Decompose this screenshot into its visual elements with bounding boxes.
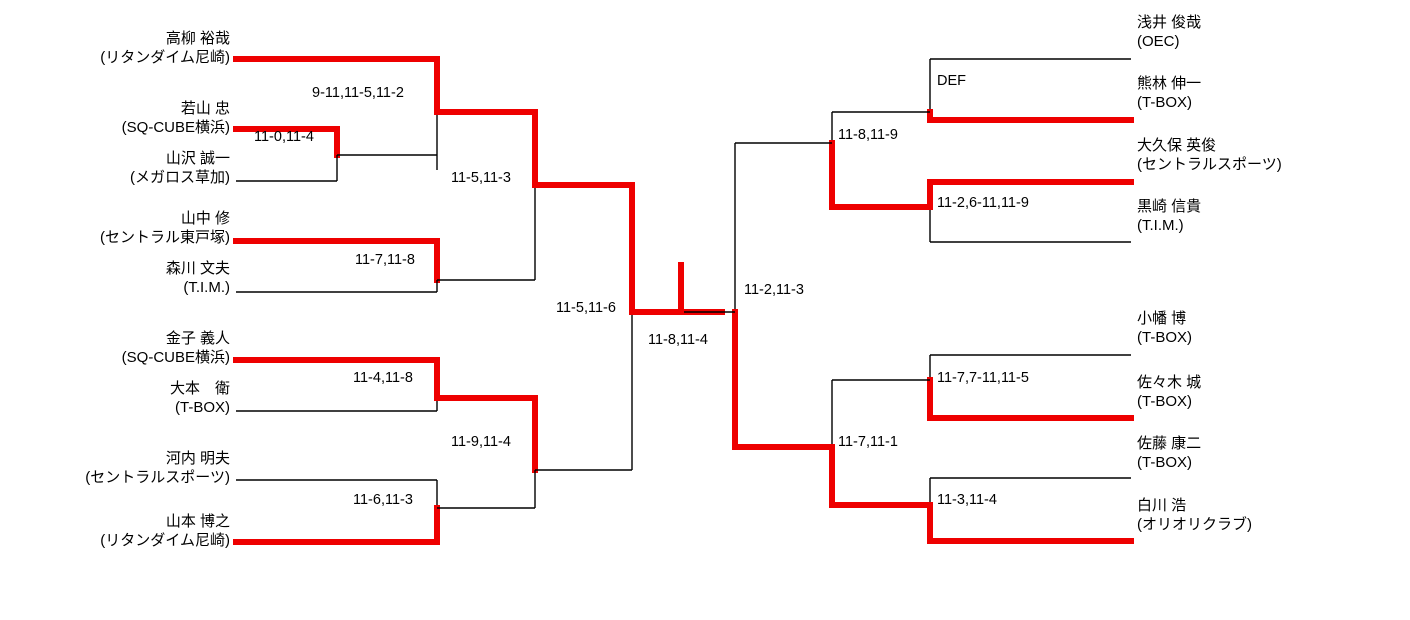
player-name: 山本 博之 <box>165 513 230 530</box>
match-score-label: 11-4,11-8 <box>353 370 413 386</box>
player-name: 高柳 裕哉 <box>165 30 230 47</box>
player-club: (T-BOX) <box>1137 329 1192 346</box>
player-entry[interactable]: 森川 文夫 (T.I.M.) <box>166 259 230 297</box>
match-score-label: 11-2,6-11,11-9 <box>937 195 1029 211</box>
player-name: 黒崎 信貴 <box>1137 198 1202 215</box>
match-score-label: 11-0,11-4 <box>254 129 314 145</box>
player-entry[interactable]: 熊林 伸一 (T-BOX) <box>1137 74 1201 112</box>
match-score-label: 11-7,11-8 <box>355 252 415 268</box>
player-club: (T-BOX) <box>1137 454 1192 471</box>
player-entry[interactable]: 佐々木 城 (T-BOX) <box>1137 373 1201 411</box>
player-club: (リタンダイム尼崎) <box>100 49 230 66</box>
player-name: 熊林 伸一 <box>1137 75 1202 92</box>
player-entry[interactable]: 若山 忠 (SQ-CUBE横浜) <box>122 99 230 137</box>
match-score-label: 11-3,11-4 <box>937 492 997 508</box>
player-entry[interactable]: 高柳 裕哉 (リタンダイム尼崎) <box>100 29 230 67</box>
player-club: (SQ-CUBE横浜) <box>121 349 230 366</box>
player-name: 山中 修 <box>180 210 230 227</box>
player-club: (メガロス草加) <box>130 169 230 186</box>
player-name: 佐藤 康二 <box>1137 435 1202 452</box>
match-score-label: 11-5,11-3 <box>451 170 511 186</box>
player-name: 金子 義人 <box>165 330 230 347</box>
player-name: 若山 忠 <box>180 100 230 117</box>
player-entry[interactable]: 山中 修 (セントラル東戸塚) <box>100 209 230 247</box>
match-score-label: 11-2,11-3 <box>744 282 804 298</box>
player-name: 佐々木 城 <box>1137 374 1202 391</box>
player-name: 小幡 博 <box>1137 310 1187 327</box>
player-club: (セントラルスポーツ) <box>1137 156 1282 173</box>
player-club: (T.I.M.) <box>183 279 230 296</box>
player-name: 大本 衛 <box>169 380 230 397</box>
match-score-label: 9-11,11-5,11-2 <box>312 85 404 101</box>
left-half-lines <box>233 56 725 545</box>
player-entry[interactable]: 小幡 博 (T-BOX) <box>1137 309 1192 347</box>
player-club: (T-BOX) <box>1137 393 1192 410</box>
player-club: (T-BOX) <box>1137 94 1192 111</box>
match-score-label: 11-9,11-4 <box>451 434 511 450</box>
player-name: 河内 明夫 <box>165 450 230 467</box>
match-score-label: 11-7,7-11,11-5 <box>937 370 1029 386</box>
player-name: 山沢 誠一 <box>165 150 230 167</box>
player-name: 森川 文夫 <box>165 260 230 277</box>
player-club: (T.I.M.) <box>1137 217 1184 234</box>
right-half-lines <box>681 58 1134 544</box>
player-entry[interactable]: 大本 衛 (T-BOX) <box>170 379 230 417</box>
match-score-label: 11-5,11-6 <box>556 300 616 316</box>
player-name: 白川 浩 <box>1137 497 1187 514</box>
player-entry[interactable]: 佐藤 康二 (T-BOX) <box>1137 434 1201 472</box>
player-club: (セントラル東戸塚) <box>100 229 230 246</box>
player-entry[interactable]: 山沢 誠一 (メガロス草加) <box>130 149 230 187</box>
final-match-lines <box>629 262 684 315</box>
player-club: (T-BOX) <box>175 399 230 416</box>
player-club: (オリオリクラブ) <box>1137 516 1252 533</box>
match-score-label: 11-6,11-3 <box>353 492 413 508</box>
player-club: (セントラルスポーツ) <box>85 469 230 486</box>
player-club: (リタンダイム尼崎) <box>100 532 230 549</box>
player-entry[interactable]: 白川 浩 (オリオリクラブ) <box>1137 496 1252 534</box>
player-name: 大久保 英俊 <box>1137 137 1217 154</box>
player-entry[interactable]: 黒崎 信貴 (T.I.M.) <box>1137 197 1201 235</box>
player-entry[interactable]: 浅井 俊哉 (OEC) <box>1137 13 1201 51</box>
player-name: 浅井 俊哉 <box>1137 14 1202 31</box>
player-entry[interactable]: 河内 明夫 (セントラルスポーツ) <box>85 449 230 487</box>
match-score-label: 11-8,11-9 <box>838 127 898 143</box>
player-entry[interactable]: 山本 博之 (リタンダイム尼崎) <box>100 512 230 550</box>
player-club: (OEC) <box>1137 33 1180 50</box>
player-entry[interactable]: 金子 義人 (SQ-CUBE横浜) <box>122 329 230 367</box>
match-score-label: 11-8,11-4 <box>648 332 708 348</box>
match-score-label: DEF <box>937 73 966 89</box>
player-club: (SQ-CUBE横浜) <box>121 119 230 136</box>
player-entry[interactable]: 大久保 英俊 (セントラルスポーツ) <box>1137 136 1282 174</box>
match-score-label: 11-7,11-1 <box>838 434 898 450</box>
